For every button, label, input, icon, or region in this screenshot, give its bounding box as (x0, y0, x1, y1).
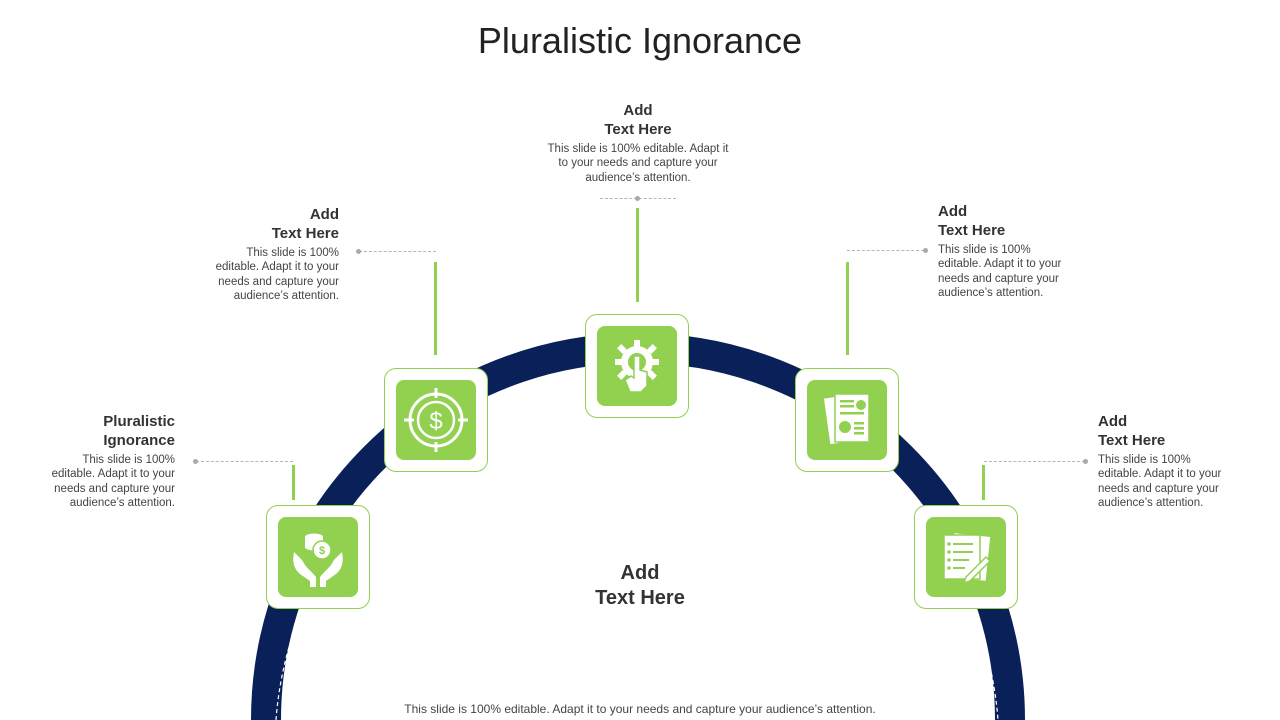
connector-stem-4 (846, 262, 849, 355)
step-text-3: Add Text Here This slide is 100% editabl… (528, 101, 748, 185)
step-3-body: This slide is 100% editable. Adapt it to… (547, 143, 729, 184)
connector-stem-1 (292, 465, 295, 500)
step-4-heading: Add Text Here (938, 203, 1006, 239)
step-5-body: This slide is 100% editable. Adapt it to… (1098, 454, 1222, 509)
center-label: Add Text Here (595, 562, 685, 609)
step-4-body: This slide is 100% editable. Adapt it to… (938, 244, 1062, 299)
step-text-2: Add Text Here This slide is 100% editabl… (190, 205, 339, 303)
step-tile-2-fill: $ (396, 380, 476, 460)
connector-dot-2 (356, 249, 361, 254)
footer-note: This slide is 100% editable. Adapt it to… (404, 702, 876, 716)
svg-text:$: $ (319, 545, 325, 557)
step-tile-1-fill: $ (278, 517, 358, 597)
connector-dot-3 (635, 196, 640, 201)
gear-hand-icon (615, 340, 659, 393)
step-1-heading: Pluralistic Ignorance (103, 413, 175, 449)
connector-stem-5 (982, 465, 985, 500)
dollar-target-icon: $ (404, 388, 468, 452)
step-text-5: Add Text Here This slide is 100% editabl… (1098, 412, 1248, 510)
connector-dash-1 (196, 461, 293, 462)
step-text-4: Add Text Here This slide is 100% editabl… (938, 202, 1088, 300)
step-1-body: This slide is 100% editable. Adapt it to… (51, 454, 175, 509)
step-tile-3 (585, 314, 689, 418)
step-tile-3-fill (597, 326, 677, 406)
step-tile-5-fill (926, 517, 1006, 597)
connector-dash-4 (847, 250, 924, 251)
connector-stem-2 (434, 262, 437, 355)
svg-text:$: $ (429, 408, 442, 435)
connector-dash-2 (359, 251, 436, 252)
step-tile-2: $ (384, 368, 488, 472)
connector-dot-4 (923, 248, 928, 253)
step-tile-1: $ (266, 505, 370, 609)
step-3-heading: Add Text Here (604, 102, 672, 138)
finance-report-icon (823, 393, 870, 445)
hands-coins-icon: $ (293, 533, 343, 587)
step-2-body: This slide is 100% editable. Adapt it to… (215, 247, 339, 302)
connector-dash-5 (984, 461, 1085, 462)
connector-dot-5 (1083, 459, 1088, 464)
slide-title: Pluralistic Ignorance (477, 20, 803, 61)
step-tile-4-fill (807, 380, 887, 460)
connector-stem-3 (636, 208, 639, 302)
notepad-pencil-icon (943, 533, 992, 585)
step-tile-5 (914, 505, 1018, 609)
connector-dot-1 (193, 459, 198, 464)
step-tile-4 (795, 368, 899, 472)
step-5-heading: Add Text Here (1098, 413, 1166, 449)
step-text-1: Pluralistic Ignorance This slide is 100%… (30, 412, 175, 510)
step-2-heading: Add Text Here (271, 206, 339, 242)
